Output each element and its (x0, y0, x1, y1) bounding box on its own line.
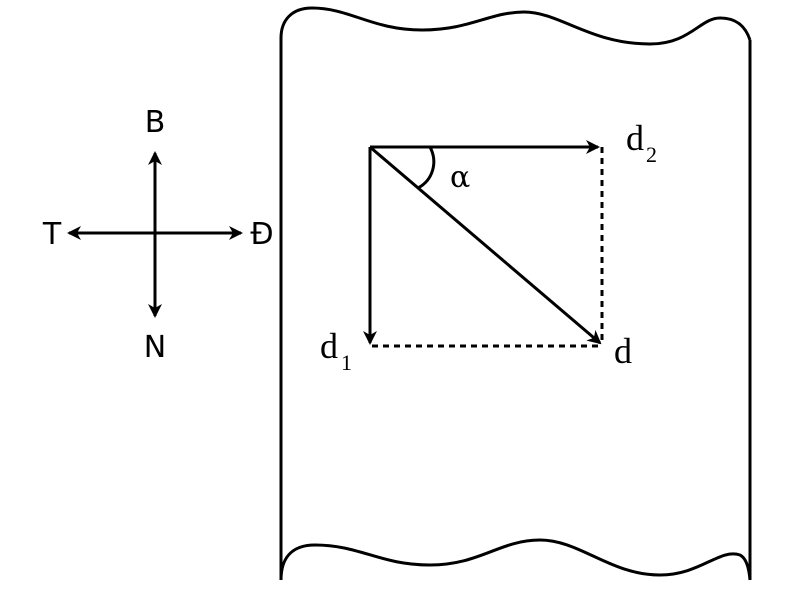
label-d: d (614, 331, 632, 371)
river-bottom-wave (279, 538, 752, 581)
angle-alpha-label: α (450, 160, 470, 195)
compass-north-label: B (145, 105, 166, 140)
river-left-bank (279, 6, 313, 580)
label-d1-sub: 1 (341, 350, 352, 375)
label-d2-sub: 2 (646, 142, 657, 167)
river-top-wave (311, 6, 752, 46)
compass-east-label: Đ (250, 217, 273, 252)
vector-d-arrow (369, 145, 602, 345)
label-d2-base: d (626, 118, 644, 158)
compass: B N T Đ (42, 105, 274, 365)
velocity-vectors: α d 2 d 1 d (320, 118, 657, 375)
angle-alpha-arc (417, 146, 436, 190)
label-d2: d 2 (626, 118, 657, 167)
compass-west-label: T (42, 217, 62, 252)
river-region (279, 6, 752, 581)
compass-south-label: N (144, 330, 166, 365)
label-d1-base: d (320, 326, 338, 366)
label-d1: d 1 (320, 326, 352, 375)
